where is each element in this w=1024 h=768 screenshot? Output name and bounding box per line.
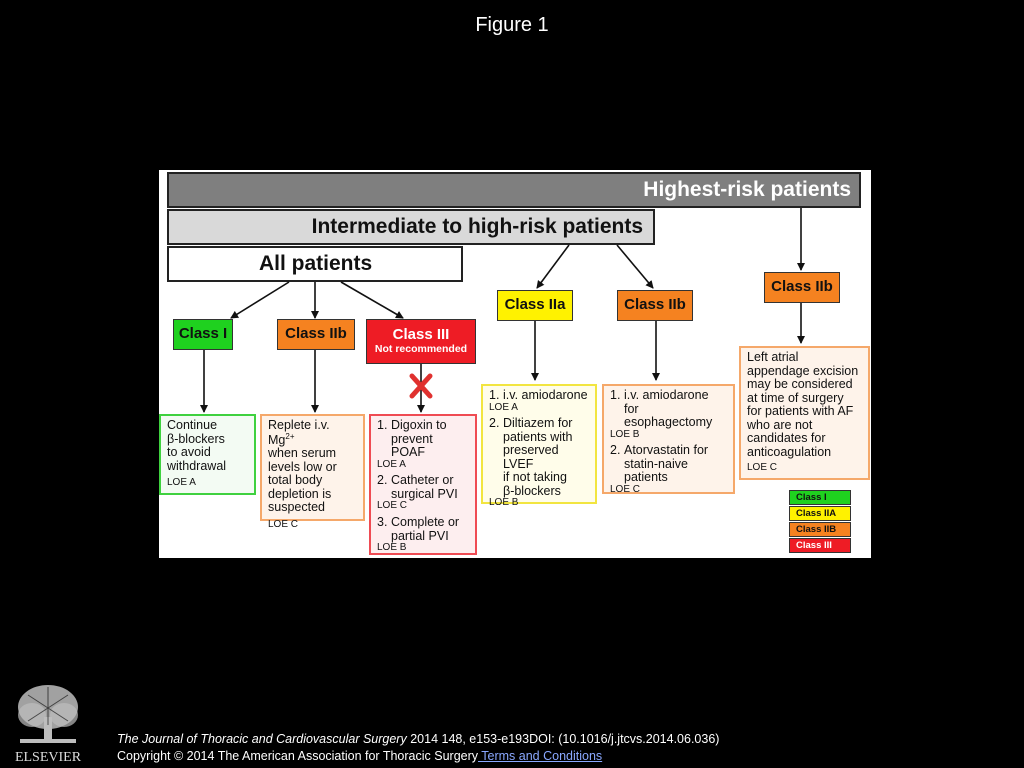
left-atrial-appendage-text: Left atrial appendage excision may be co… <box>747 350 859 459</box>
item-text: Atorvastatin for statin-naive patients <box>624 443 709 485</box>
arrow-inter-to-class-iib <box>616 244 654 289</box>
item-text: Complete or partial PVI <box>391 515 460 543</box>
item-number: 2. <box>377 473 388 488</box>
elsevier-logo: ELSEVIER <box>8 681 88 765</box>
loe-label: LOE C <box>610 483 641 495</box>
not-recommended-x-icon <box>409 373 433 399</box>
arrow-inter-to-class-iia <box>536 244 570 289</box>
citation: 2014 148, e153-e193DOI: (10.1016/j.jtcvs… <box>406 732 720 746</box>
list-item: 2.Atorvastatin for statin-naive patients… <box>610 444 727 495</box>
replete-text-pre: Replete i.v. Mg <box>268 418 330 447</box>
banner-all-patients: All patients <box>167 246 463 282</box>
class-iii-sublabel: Not recommended <box>374 342 468 355</box>
class-i-label: Class I <box>178 325 228 343</box>
item-number: 2. <box>610 443 621 458</box>
figure-title: Figure 1 <box>475 14 549 36</box>
loe-label: LOE B <box>489 497 519 509</box>
mg-superscript: 2+ <box>285 431 295 441</box>
banner-highest-risk: Highest-risk patients <box>167 172 861 208</box>
item-number: 2. <box>489 416 500 431</box>
class-iii-box: Class III Not recommended <box>366 319 476 364</box>
class-iia-box: Class IIa <box>497 290 573 321</box>
loe-label: LOE C <box>377 500 408 512</box>
continue-beta-blockers-text: Continue β-blockers to avoid withdrawal <box>167 418 227 473</box>
item-text: Digoxin to prevent POAF <box>391 418 447 459</box>
replete-magnesium-text: Replete i.v. Mg2+ when serum levels low … <box>268 418 357 515</box>
item-number: 1. <box>610 388 621 402</box>
legend-class-iib: Class IIB <box>789 522 851 537</box>
legend-class-iii: Class III <box>789 538 851 553</box>
item-text: Catheter or surgical PVI <box>391 473 458 501</box>
loe-label: LOE B <box>610 428 640 440</box>
class-iib-box-all: Class IIb <box>277 319 355 350</box>
class-iib-label: Class IIb <box>771 278 833 296</box>
loe-label: LOE B <box>377 542 407 554</box>
elsevier-wordmark: ELSEVIER <box>15 750 82 765</box>
left-atrial-appendage-box: Left atrial appendage excision may be co… <box>739 346 870 480</box>
loe-label: LOE C <box>268 518 299 530</box>
item-number: 3. <box>377 515 388 530</box>
item-text: i.v. amiodarone for esophagectomy <box>624 388 713 429</box>
banner-intermediate-risk: Intermediate to high-risk patients <box>167 209 655 245</box>
loe-label: LOE A <box>377 458 406 470</box>
class-iia-label: Class IIa <box>504 296 566 314</box>
replete-text-post: when serum levels low or total body depl… <box>268 446 337 515</box>
arrow-all-to-class-iii <box>340 281 404 319</box>
class-iii-label: Class III <box>392 326 450 344</box>
class-legend: Class I Class IIA Class IIB Class III <box>789 489 851 553</box>
terms-link[interactable]: Terms and Conditions <box>478 749 603 763</box>
class-iib-box-highest: Class IIb <box>764 272 840 303</box>
arrow-all-to-class-i <box>230 281 290 319</box>
connector-arrows <box>200 208 805 413</box>
loe-label: LOE A <box>167 477 196 488</box>
class-iib-label: Class IIb <box>285 325 347 343</box>
class-iib-box-intermediate: Class IIb <box>617 290 693 321</box>
legend-class-iia: Class IIA <box>789 506 851 521</box>
legend-class-i: Class I <box>789 490 851 505</box>
replete-magnesium-box: Replete i.v. Mg2+ when serum levels low … <box>260 414 365 529</box>
footer: The Journal of Thoracic and Cardiovascul… <box>117 731 719 765</box>
loe-label: LOE C <box>747 462 778 473</box>
item-number: 1. <box>489 388 500 402</box>
item-text: Diltiazem for patients with preserved LV… <box>503 416 573 498</box>
journal-name: The Journal of Thoracic and Cardiovascul… <box>117 732 407 746</box>
item-number: 1. <box>377 418 388 432</box>
list-item: 2.Diltiazem for patients with preserved … <box>489 417 589 509</box>
continue-beta-blockers-box: Continue β-blockers to avoid withdrawal … <box>159 414 256 495</box>
flowchart-panel: Highest-risk patients Intermediate to hi… <box>159 170 871 558</box>
item-text: i.v. amiodarone <box>503 388 588 402</box>
copyright: Copyright © 2014 The American Associatio… <box>117 749 479 763</box>
class-i-box: Class I <box>173 319 233 350</box>
loe-label: LOE A <box>489 401 518 413</box>
class-iib-label: Class IIb <box>624 296 686 314</box>
